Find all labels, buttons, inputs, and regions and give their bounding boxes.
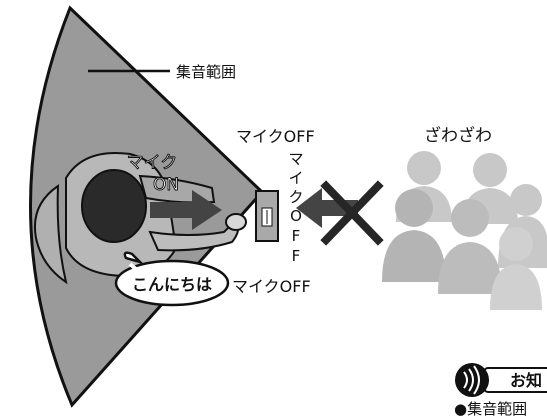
- mic-off-bottom-label: マイクOFF: [232, 277, 311, 296]
- footnote-text: ●集音範囲: [454, 400, 527, 417]
- speaker-head: [82, 170, 146, 242]
- svg-text:ク: ク: [288, 188, 303, 206]
- speech-bubble: こんにちは: [116, 253, 228, 305]
- chatter-label: ざわざわ: [424, 125, 492, 146]
- mic-off-top-label: マイクOFF: [236, 127, 315, 146]
- microphone-device-icon: [256, 191, 278, 241]
- mic-on-label-line2: ON: [153, 175, 179, 195]
- svg-text:マ: マ: [288, 150, 303, 168]
- crowd-group: [382, 151, 547, 310]
- notice-badge: お知: [455, 363, 547, 397]
- mic-on-label-line1: マイク: [127, 153, 178, 173]
- range-label: 集音範囲: [176, 63, 236, 81]
- notice-label: お知: [510, 371, 542, 390]
- svg-text:F: F: [292, 227, 301, 245]
- speaker-hand: [226, 214, 246, 230]
- speech-bubble-text: こんにちは: [132, 275, 212, 294]
- svg-text:F: F: [292, 247, 301, 265]
- svg-text:イ: イ: [288, 169, 303, 187]
